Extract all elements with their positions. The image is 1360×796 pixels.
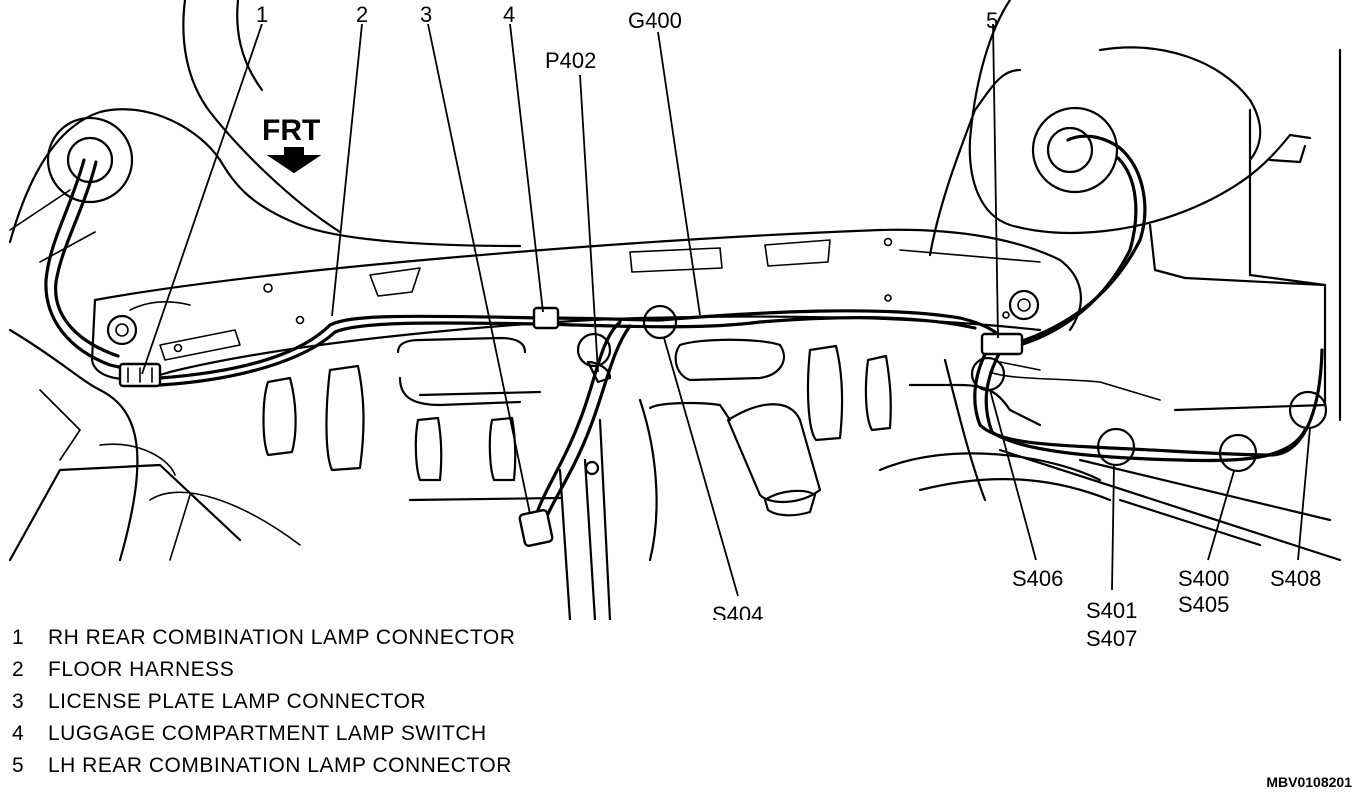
s405-label: S405 [1178, 592, 1229, 617]
legend-num: 4 [12, 722, 25, 745]
callout-1: 1 [256, 2, 268, 27]
frt-label: FRT [262, 114, 320, 147]
legend-num: 5 [12, 754, 25, 777]
front-direction-indicator: FRT [262, 114, 322, 174]
figure-id: MBV0108201 [1266, 774, 1352, 790]
s407-label: S407 [1086, 626, 1138, 651]
g400-label: G400 [628, 8, 682, 33]
legend-text: LICENSE PLATE LAMP CONNECTOR [48, 690, 427, 713]
legend-text: LH REAR COMBINATION LAMP CONNECTOR [48, 754, 512, 777]
callout-2: 2 [356, 2, 368, 27]
s404-marker [642, 304, 678, 340]
legend-item: 5 LH REAR COMBINATION LAMP CONNECTOR [12, 750, 515, 782]
callout-4: 4 [503, 2, 515, 27]
legend-item: 3 LICENSE PLATE LAMP CONNECTOR [12, 686, 515, 718]
splice-markers [642, 304, 1328, 473]
callout-3: 3 [420, 2, 432, 27]
legend-num: 2 [12, 658, 25, 681]
down-arrow-icon [266, 147, 322, 174]
s408-label: S408 [1270, 566, 1321, 591]
s401-label: S401 [1086, 598, 1137, 620]
legend-num: 1 [12, 626, 25, 649]
body-outline [8, 0, 1342, 620]
legend-item: 1 RH REAR COMBINATION LAMP CONNECTOR [12, 622, 515, 654]
legend-text: RH REAR COMBINATION LAMP CONNECTOR [48, 626, 516, 649]
harness-wires [44, 134, 1324, 548]
s406-label: S406 [1012, 566, 1063, 591]
s400-marker [1218, 433, 1258, 473]
legend-text: LUGGAGE COMPARTMENT LAMP SWITCH [48, 722, 487, 745]
legend-num: 3 [12, 690, 25, 713]
component-labels: G400 P402 S404 S406 S400 S405 S401 S408 [545, 8, 1321, 620]
p402-label: P402 [545, 48, 596, 73]
wiring-diagram: FRT 1 2 3 4 5 G400 P402 S404 S406 S400 S… [8, 0, 1342, 620]
legend-item: 2 FLOOR HARNESS [12, 654, 515, 686]
s400-label: S400 [1178, 566, 1229, 591]
legend-text: FLOOR HARNESS [48, 658, 235, 681]
legend: 1 RH REAR COMBINATION LAMP CONNECTOR 2 FLO… [12, 622, 515, 782]
leader-lines [141, 23, 1311, 597]
callout-numbers: 1 2 3 4 5 [256, 2, 998, 33]
callout-5: 5 [986, 8, 998, 33]
s401-marker [1096, 427, 1136, 467]
s406-marker [970, 356, 1006, 392]
s408-marker [1288, 390, 1328, 430]
legend-item: 4 LUGGAGE COMPARTMENT LAMP SWITCH [12, 718, 515, 750]
s404-label: S404 [712, 602, 763, 620]
